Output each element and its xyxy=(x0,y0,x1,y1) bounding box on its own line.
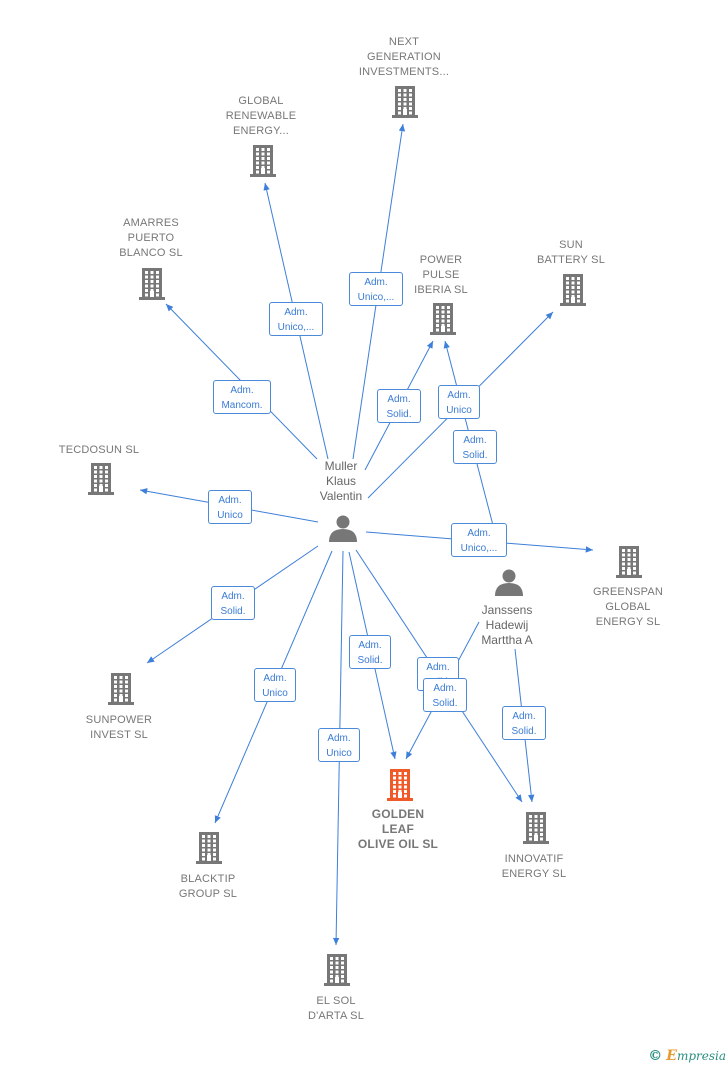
building-icon-elsol[interactable] xyxy=(324,954,350,986)
building-icon-power[interactable] xyxy=(430,303,456,335)
company-label-elsol[interactable]: EL SOL D'ARTA SL xyxy=(307,995,365,1022)
role-label-muller-sunpower[interactable]: Adm. Solid. xyxy=(211,586,255,620)
person-icon-muller[interactable] xyxy=(329,515,357,543)
role-label-muller-sun[interactable]: Adm. Unico xyxy=(438,385,480,419)
role-label-janssens-innovatif[interactable]: Adm. Solid. xyxy=(502,706,546,740)
role-label-muller-tecdosun[interactable]: Adm. Unico xyxy=(208,490,252,524)
role-label-muller-global[interactable]: Adm. Unico,... xyxy=(269,302,323,336)
role-label-muller-greenspan[interactable]: Adm. Unico,... xyxy=(451,523,507,557)
building-icon-blacktip[interactable] xyxy=(196,832,222,864)
company-label-next[interactable]: NEXT GENERATION INVESTMENTS... xyxy=(358,36,450,78)
copyright-symbol: © xyxy=(648,1048,663,1064)
company-label-innovatif[interactable]: INNOVATIF ENERGY SL xyxy=(501,853,567,880)
person-icon-janssens[interactable] xyxy=(495,569,523,597)
role-label-muller-blacktip[interactable]: Adm. Unico xyxy=(254,668,296,702)
role-label-muller-next[interactable]: Adm. Unico,... xyxy=(349,272,403,306)
building-icon-global[interactable] xyxy=(250,145,276,177)
building-icon-tecdosun[interactable] xyxy=(88,463,114,495)
building-icon-innovatif[interactable] xyxy=(523,812,549,844)
company-label-greenspan[interactable]: GREENSPAN GLOBAL ENERGY SL xyxy=(592,586,664,628)
company-label-golden[interactable]: GOLDEN LEAF OLIVE OIL SL xyxy=(357,807,439,851)
company-label-blacktip[interactable]: BLACKTIP GROUP SL xyxy=(178,873,238,900)
person-label-janssens[interactable]: Janssens Hadewij Marttha A xyxy=(481,603,533,647)
building-icon-greenspan[interactable] xyxy=(616,546,642,578)
company-label-tecdosun[interactable]: TECDOSUN SL xyxy=(58,444,140,456)
role-label-janssens-golden[interactable]: Adm. Solid. xyxy=(423,678,467,712)
company-label-sunpower[interactable]: SUNPOWER INVEST SL xyxy=(85,714,153,741)
building-icon-next[interactable] xyxy=(392,86,418,118)
role-label-muller-golden[interactable]: Adm. Solid. xyxy=(349,635,391,669)
brand-initial: E xyxy=(666,1048,677,1064)
role-label-muller-elsol[interactable]: Adm. Unico xyxy=(318,728,360,762)
building-icon-amarres[interactable] xyxy=(139,268,165,300)
role-label-muller-amarres[interactable]: Adm. Mancom. xyxy=(213,380,271,414)
building-icon-sunpower[interactable] xyxy=(108,673,134,705)
role-label-janssens-power[interactable]: Adm. Solid. xyxy=(453,430,497,464)
person-label-muller[interactable]: Muller Klaus Valentin xyxy=(319,459,363,503)
company-label-global[interactable]: GLOBAL RENEWABLE ENERGY... xyxy=(225,95,297,137)
brand-name: mpresia xyxy=(676,1049,726,1063)
role-label-muller-power[interactable]: Adm. Solid. xyxy=(377,389,421,423)
company-label-amarres[interactable]: AMARRES PUERTO BLANCO SL xyxy=(119,217,183,259)
company-label-power[interactable]: POWER PULSE IBERIA SL xyxy=(414,254,468,296)
building-icon-sun[interactable] xyxy=(560,274,586,306)
building-icon-golden[interactable] xyxy=(387,769,413,801)
brand-logo: ©Empresia xyxy=(648,1048,726,1064)
company-label-sun[interactable]: SUN BATTERY SL xyxy=(536,239,606,266)
